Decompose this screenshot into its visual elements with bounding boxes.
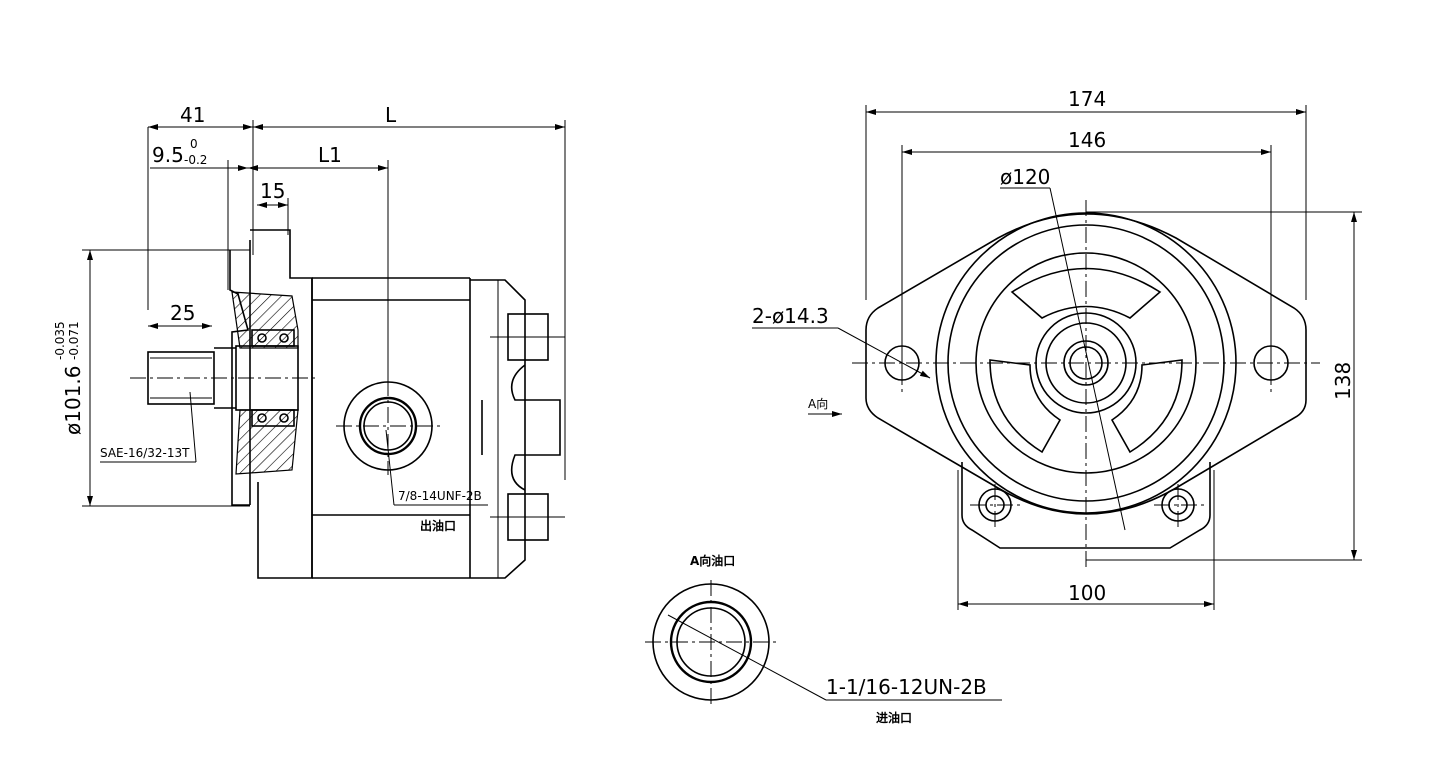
dim-L: L [385,103,397,127]
dim-138: 138 [1331,362,1355,400]
dim-100: 100 [1068,581,1106,605]
dim-L1: L1 [318,143,342,167]
shaft-spline-spec: SAE-16/32-13T [100,446,190,460]
dim-pilot-lower-tol: -0.071 [67,321,81,360]
inlet-view: A向油口 1-1/16-12UN-2B 进油口 [645,553,1002,725]
front-view: 174 146 138 100 [752,87,1362,610]
dim-41: 41 [180,103,205,127]
dim-pilot-diameter: ø101.6 [61,366,85,436]
outlet-label: 出油口 [420,518,456,533]
dim-dia-120: ø120 [1000,165,1050,189]
view-arrow-label: A向 [808,396,828,411]
dim-146: 146 [1068,128,1106,152]
dim-9-5-lower-tol: -0.2 [184,153,207,167]
dim-25: 25 [170,301,195,325]
inlet-view-title: A向油口 [690,553,735,568]
dim-pilot-upper-tol: -0.035 [53,321,67,360]
dim-15: 15 [260,179,285,203]
mount-holes-spec: 2-ø14.3 [752,304,829,328]
side-view: 41 L 9.5 0 -0.2 L1 15 ø101.6 -0.035 -0.0… [53,103,566,579]
dim-9-5-upper-tol: 0 [190,137,198,151]
outlet-thread-spec: 7/8-14UNF-2B [398,489,482,503]
inlet-label: 进油口 [876,710,912,725]
dim-174: 174 [1068,87,1106,111]
inlet-thread-spec: 1-1/16-12UN-2B [826,675,987,699]
dim-9-5: 9.5 [152,143,184,167]
